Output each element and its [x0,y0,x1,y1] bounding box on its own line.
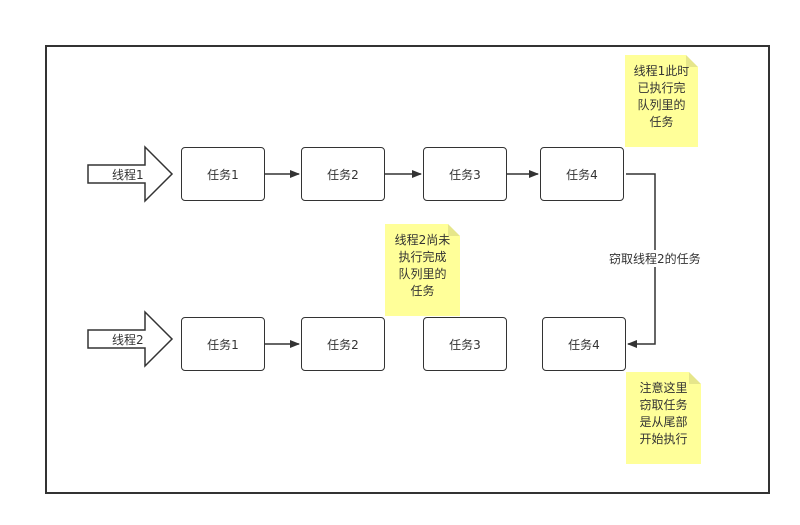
thread2-task-4: 任务4 [542,317,626,371]
steal-note-text: 注意这里 窃取任务 是从尾部 开始执行 [639,381,688,446]
thread1-note-text: 线程1此时 已执行完 队列里的 任务 [633,64,690,129]
thread2-note-text: 线程2尚未 执行完成 队列里的 任务 [394,233,451,298]
note-fold-icon [448,224,460,236]
thread1-note: 线程1此时 已执行完 队列里的 任务 [625,55,698,147]
thread1-task-3: 任务3 [423,147,507,201]
thread2-task-2: 任务2 [301,317,385,371]
note-fold-icon [689,372,701,384]
thread1-task-1: 任务1 [181,147,265,201]
thread2-arrow-shape [87,310,174,368]
steal-note: 注意这里 窃取任务 是从尾部 开始执行 [626,372,701,464]
thread1-task-2: 任务2 [301,147,385,201]
note-fold-icon [686,55,698,67]
thread2-task-3: 任务3 [423,317,507,371]
thread2-note: 线程2尚未 执行完成 队列里的 任务 [385,224,460,316]
steal-label: 窃取线程2的任务 [608,250,702,267]
thread2-task-1: 任务1 [181,317,265,371]
thread2-label: 线程2 [112,333,144,347]
thread1-arrow-shape [87,145,174,203]
thread1-label: 线程1 [112,168,144,182]
thread1-task-4: 任务4 [540,147,624,201]
